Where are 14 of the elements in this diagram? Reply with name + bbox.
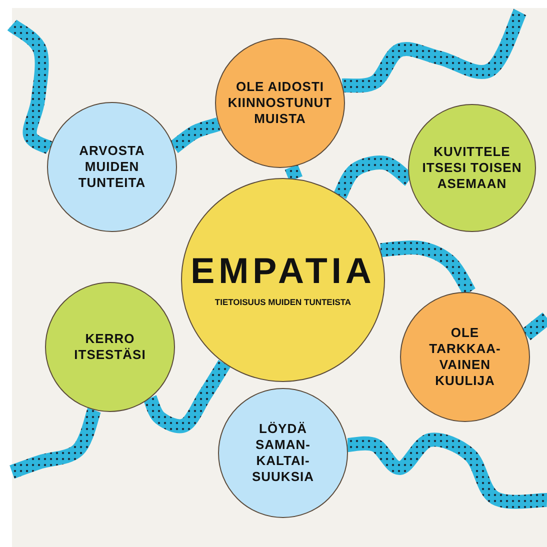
circle-label: OLE TARKKAA- VAINEN KUULIJA xyxy=(428,325,502,389)
circle-label: KUVITTELE ITSESI TOISEN ASEMAAN xyxy=(421,144,523,192)
subtitle: TIETOISUUS MUIDEN TUNTEISTA xyxy=(214,296,352,308)
wavy-ribbon xyxy=(522,312,547,340)
main-title: EMPATIA xyxy=(190,252,376,289)
wavy-ribbon xyxy=(144,360,230,434)
circle-label: LÖYDÄ SAMAN- KALTAI- SUUKSIA xyxy=(250,421,315,485)
circle-label: ARVOSTA MUIDEN TUNTEITA xyxy=(77,143,147,191)
wavy-ribbon xyxy=(170,117,221,153)
wavy-ribbon xyxy=(346,432,547,509)
circle-label: OLE AIDOSTI KIINNOSTUNUT MUISTA xyxy=(226,79,334,127)
wavy-ribbon xyxy=(342,9,526,93)
wavy-ribbon xyxy=(8,19,53,154)
circle-label: KERRO ITSESTÄSI xyxy=(73,331,147,363)
